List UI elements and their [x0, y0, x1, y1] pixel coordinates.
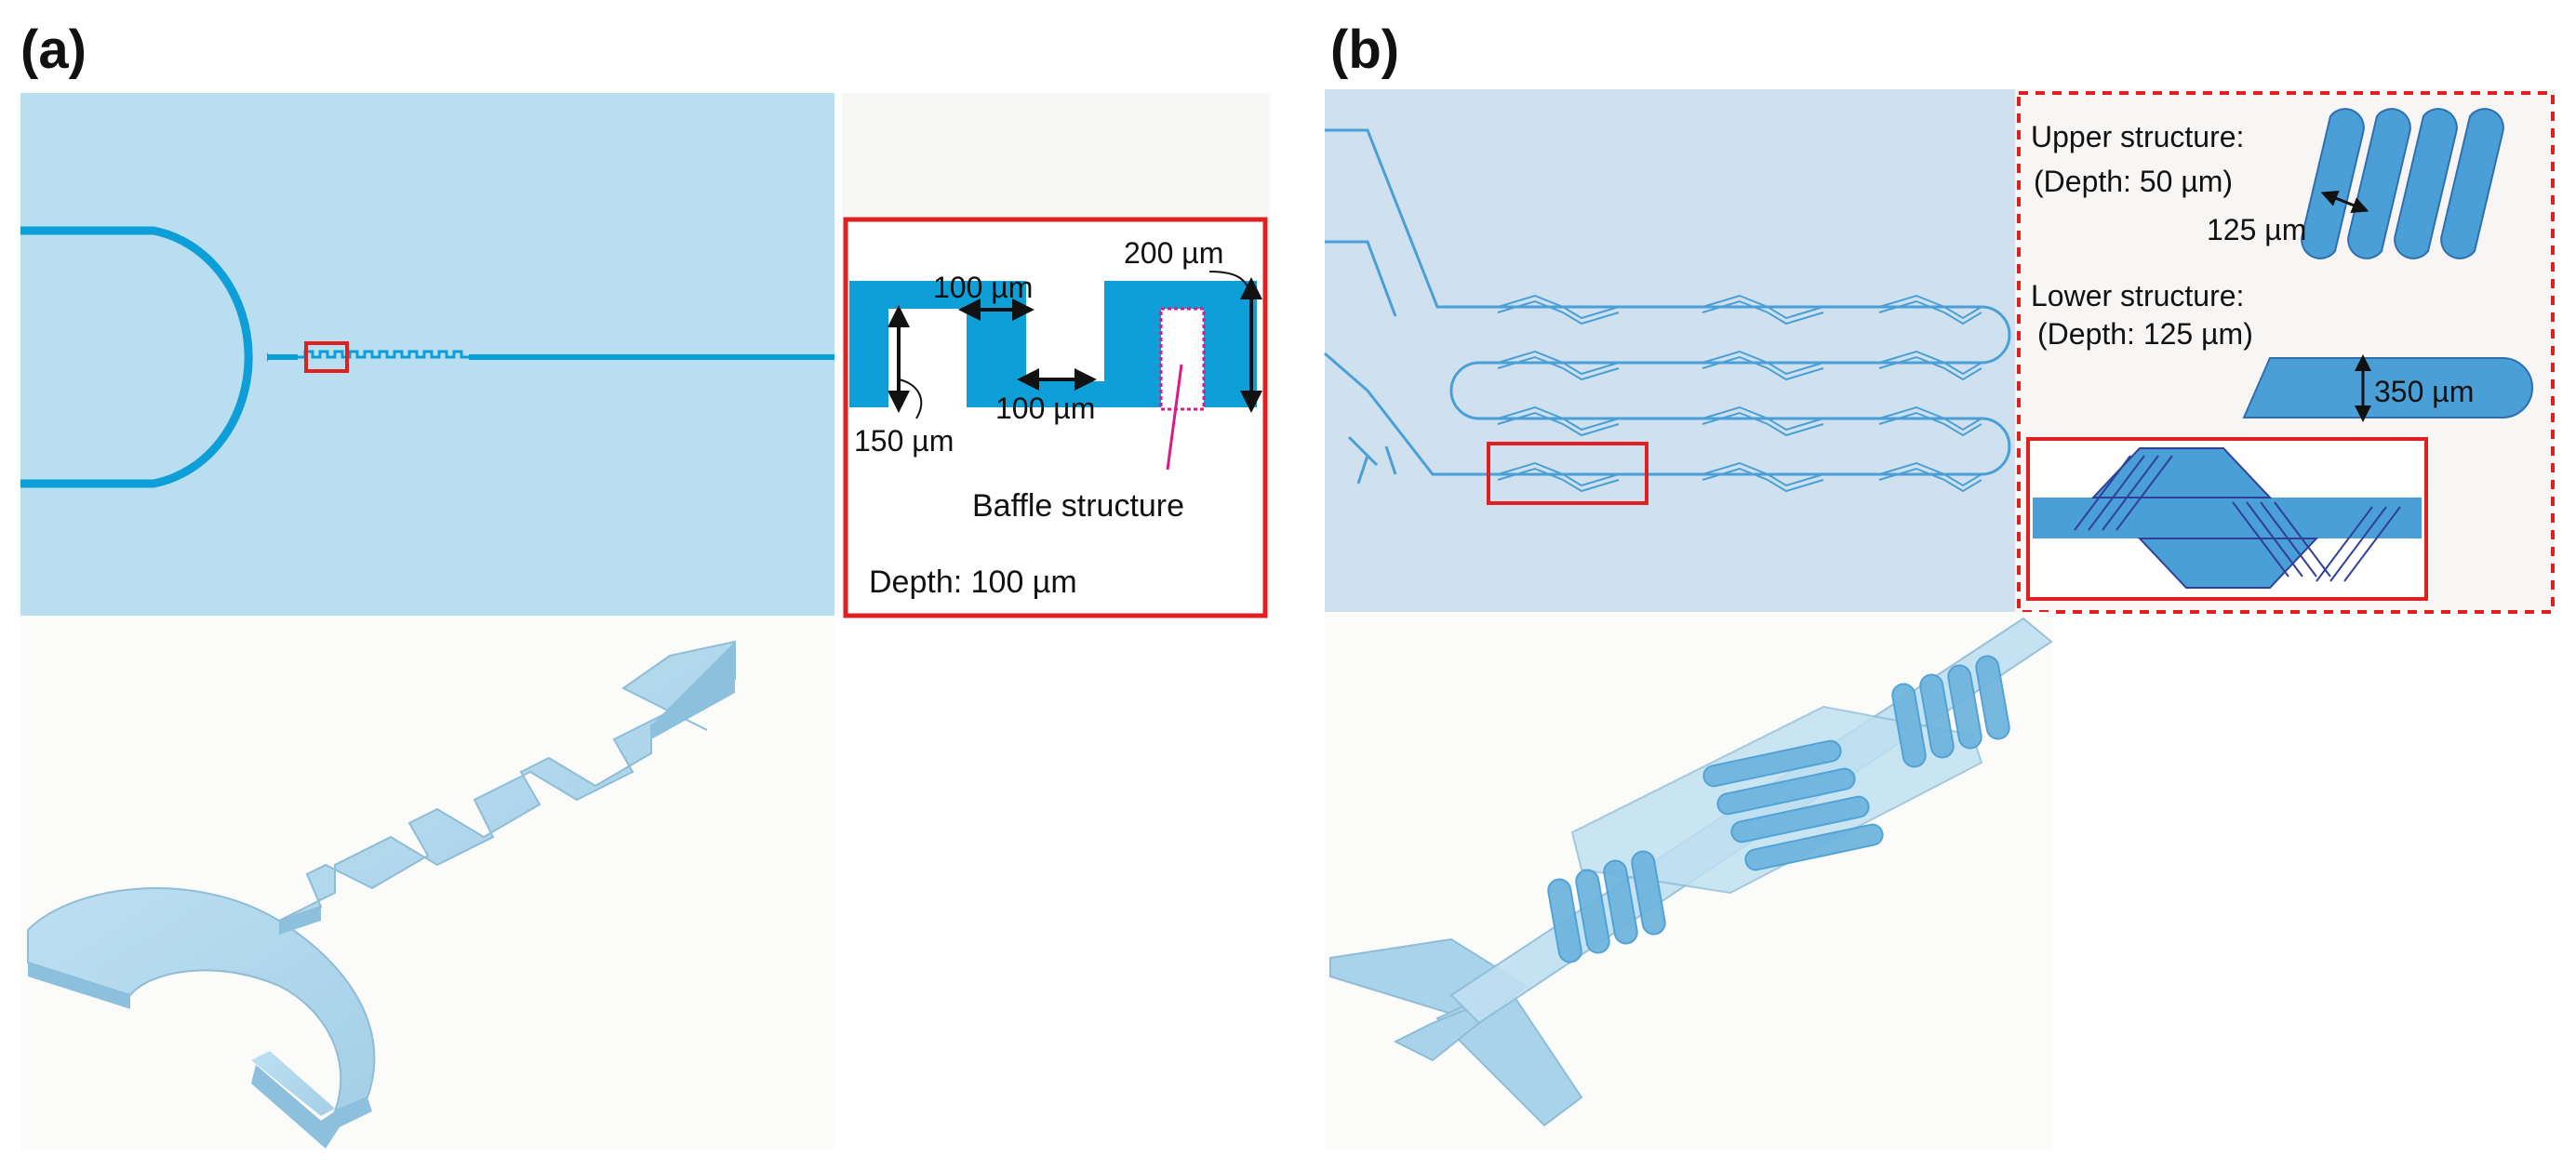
lower-structure-shape [2242, 357, 2533, 418]
upper-bars-3d [1547, 655, 2010, 963]
baffle-highlight [1159, 307, 1206, 411]
zoom-region-marker-b [1487, 442, 1648, 505]
dim-200-label: 200 µm [1124, 236, 1223, 270]
lower-structure-depth: (Depth: 125 µm) [2037, 317, 2253, 351]
depth-label: Depth: 100 µm [869, 565, 1077, 600]
mixer-units [1497, 294, 1982, 493]
mixer-zoom-structure [2090, 447, 2319, 589]
panel-a-chip-layout [20, 93, 834, 616]
upper-width-label: 125 µm [2207, 213, 2306, 246]
zoom-region-marker [304, 341, 349, 373]
dim-150-label: 150 µm [854, 424, 954, 458]
dim-100-top-label: 100 µm [933, 271, 1033, 304]
lower-structure-title: Lower structure: [2031, 279, 2244, 312]
lower-width-label: 350 µm [2374, 375, 2474, 408]
upper-structure-depth: (Depth: 50 µm) [2034, 165, 2233, 198]
upper-structure-shape [2301, 108, 2504, 259]
inset-dashed-frame [2017, 91, 2555, 614]
baffle-structure-label: Baffle structure [972, 488, 1184, 524]
panel-b-chip-layout [1324, 89, 2015, 612]
panel-a-inset: 100 µm 100 µm 150 µm 200 µm Baffle struc… [842, 93, 1270, 618]
panel-b-label: (b) [1330, 20, 1400, 80]
dim-100-bottom-label: 100 µm [995, 392, 1095, 425]
panel-a-3d-model [20, 616, 834, 1150]
panel-b-inset: Upper structure: (Depth: 50 µm) 125 µm L… [2015, 89, 2555, 614]
panel-a-label: (a) [20, 20, 87, 80]
upper-structure-title: Upper structure: [2031, 120, 2244, 153]
panel-b-3d-model [1325, 612, 2053, 1150]
